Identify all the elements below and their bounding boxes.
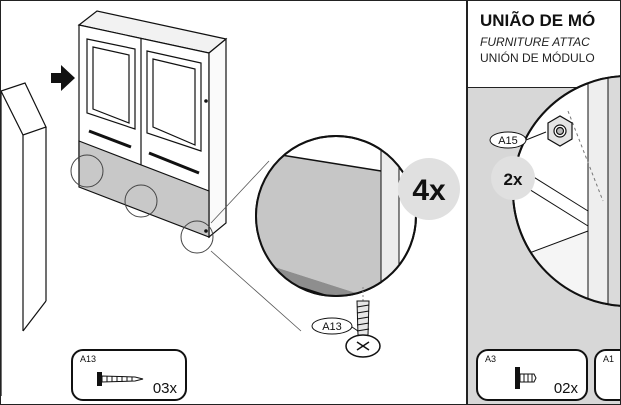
nut-icon	[547, 115, 573, 147]
step-panel-left: 4x A13 A13	[0, 0, 467, 405]
parts-box-quantity: 03x	[152, 380, 177, 397]
parts-box-code: A3	[485, 354, 497, 364]
multiplier-label: 2x	[504, 170, 523, 189]
part-callout-a13	[311, 317, 359, 335]
multiplier-bubble	[491, 156, 535, 200]
zoom-detail-circle	[255, 135, 417, 297]
parts-box-code: A13	[80, 354, 97, 364]
step-subtitle-es: UNIÓN DE MÓDULO	[480, 51, 595, 65]
part-callout-a15-label: A15	[498, 135, 518, 147]
part-callout-a15	[489, 131, 547, 149]
parts-box-a1: A1	[594, 349, 620, 401]
parts-box-quantity: 02x	[553, 380, 578, 397]
step-panel-right: UNIÃO DE MÓ FURNITURE ATTAC UNIÓN DE MÓD…	[467, 0, 621, 405]
wall-cabinet	[77, 10, 228, 239]
parts-box-code: A1	[603, 354, 615, 364]
step-illustration: 4x A13	[1, 10, 460, 396]
lower-cabinet-partial	[1, 82, 47, 396]
parts-box-a13: A13 03x	[71, 349, 187, 401]
zoom-connectors	[210, 160, 302, 332]
detail-circles	[70, 154, 214, 254]
screw-icon	[97, 372, 144, 386]
multiplier-label: 4x	[412, 174, 446, 207]
step-illustration-right: 2x A15	[489, 75, 620, 307]
multiplier-bubble	[398, 158, 460, 220]
parts-box-a3: A3 02x	[476, 349, 588, 401]
part-callout-a13-label: A13	[322, 321, 342, 333]
zoom-detail-circle	[512, 75, 620, 307]
step-header: UNIÃO DE MÓ FURNITURE ATTAC UNIÓN DE MÓD…	[468, 1, 620, 88]
arrow-right-icon	[51, 65, 75, 91]
screw-icon	[345, 287, 381, 358]
step-title: UNIÃO DE MÓ	[480, 11, 596, 30]
screw-icon	[515, 367, 537, 389]
step-subtitle-en: FURNITURE ATTAC	[480, 35, 590, 49]
